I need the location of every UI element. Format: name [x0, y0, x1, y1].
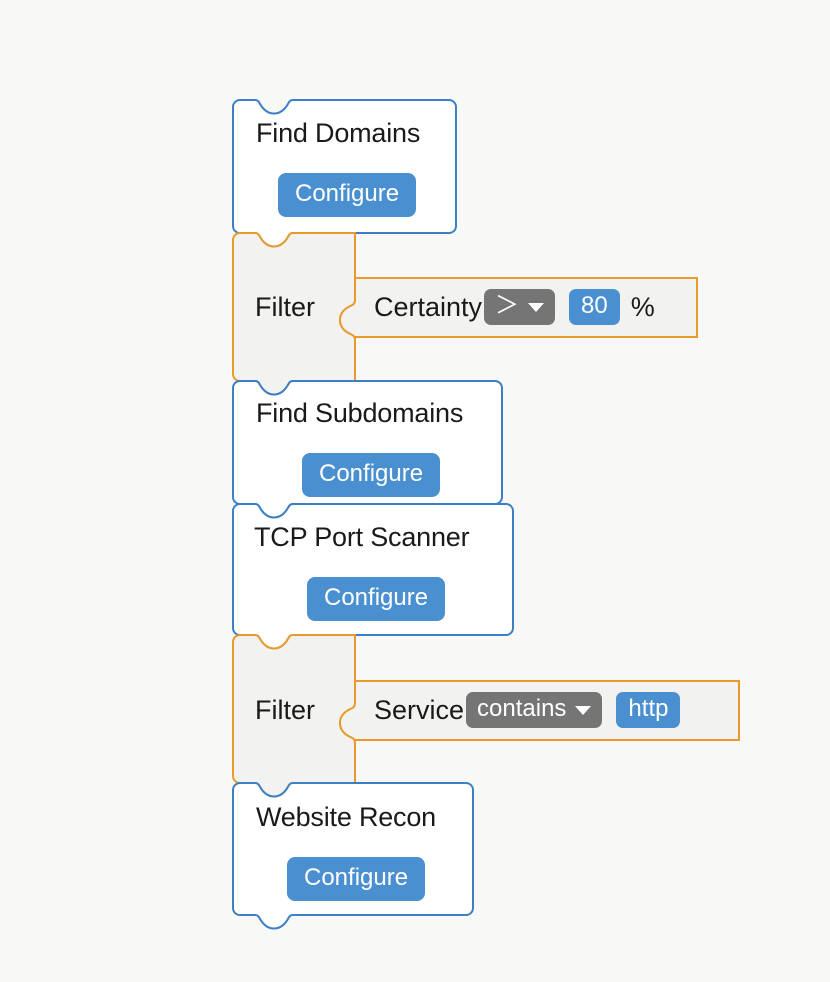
filter-label-filter-service: Filter: [255, 695, 315, 725]
configure-button-find-domains[interactable]: Configure: [278, 173, 417, 217]
condition-field-label-filter-certainty: Certainty: [374, 291, 483, 322]
chevron-down-icon: [575, 705, 592, 715]
configure-button-website-recon[interactable]: Configure: [287, 857, 426, 901]
condition-value-input-filter-service[interactable]: http: [616, 692, 681, 728]
operator-dropdown-filter-service[interactable]: contains: [466, 692, 603, 728]
operator-dropdown-filter-certainty[interactable]: ＞: [484, 289, 556, 325]
block-title-tcp-port-scanner: TCP Port Scanner: [254, 522, 470, 552]
operator-dropdown-value-filter-certainty: ＞: [495, 292, 520, 319]
block-title-website-recon: Website Recon: [256, 802, 436, 832]
filter-label-filter-certainty: Filter: [255, 292, 315, 322]
condition-field-label-filter-service: Service: [374, 694, 465, 725]
block-title-find-subdomains: Find Subdomains: [256, 398, 464, 428]
condition-value-input-filter-certainty[interactable]: 80: [569, 289, 620, 325]
chevron-down-icon: [528, 302, 545, 312]
configure-button-tcp-port-scanner[interactable]: Configure: [307, 577, 446, 621]
operator-dropdown-value-filter-service: contains: [477, 695, 567, 722]
condition-row-filter-certainty: Certainty ＞ 80%: [374, 285, 655, 329]
configure-button-find-subdomains[interactable]: Configure: [302, 453, 441, 497]
condition-row-filter-service: Service contains http: [374, 688, 681, 732]
block-title-find-domains: Find Domains: [256, 118, 421, 148]
condition-unit-label-filter-certainty: %: [630, 291, 655, 322]
